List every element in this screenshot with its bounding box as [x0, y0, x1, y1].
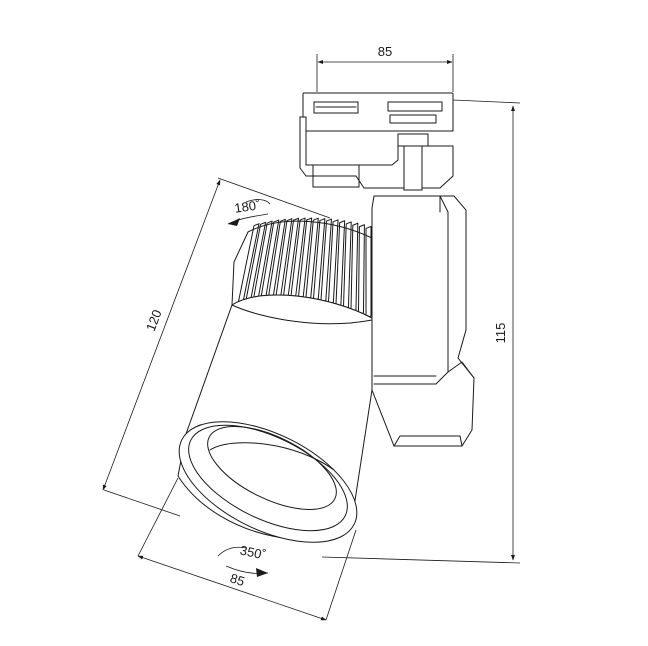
lamp-housing: [177, 294, 373, 543]
dimension-bottom-width: 85: [137, 477, 357, 621]
heatsink-fin: [312, 218, 326, 302]
dimension-length: 120: [102, 177, 331, 517]
dimension-top-width-label: 85: [378, 44, 392, 59]
track-adapter: [299, 92, 454, 191]
dimension-height: 115: [321, 99, 521, 564]
dimension-height-label: 115: [493, 323, 508, 344]
rotation-base-label: 350˚: [239, 543, 268, 563]
rotation-head-label: 180˚: [233, 197, 261, 215]
dimension-bottom-width-label: 85: [228, 570, 246, 589]
heatsink-fin: [365, 225, 372, 319]
rotation-indicator-base: 350˚: [217, 543, 269, 577]
dimension-length-label: 120: [143, 308, 165, 334]
heatsink-fin: [320, 218, 332, 303]
rotation-indicator-head: 180˚: [227, 197, 271, 226]
dimension-top-width: 85: [316, 44, 454, 92]
mounting-arm: [371, 195, 475, 447]
heatsink-fin: [327, 219, 339, 305]
heatsink-fin: [357, 224, 365, 316]
